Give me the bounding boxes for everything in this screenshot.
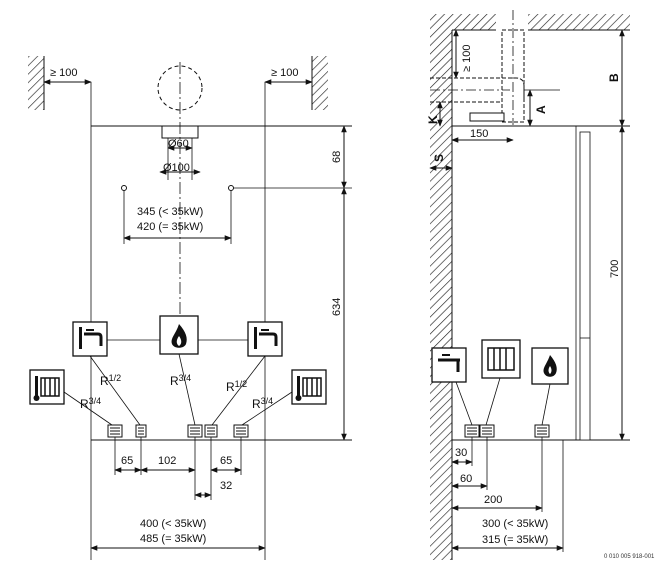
label-s: S (432, 154, 446, 162)
width-400-text: 400 (< 35kW) (140, 518, 206, 530)
dim-700-text: 700 (609, 260, 621, 278)
dim-200-text: 200 (484, 494, 502, 506)
connection-blocks (107, 424, 249, 438)
boiler-front-panel (579, 131, 591, 441)
label-b: B (607, 73, 621, 82)
side-view: ≥ 100 B A K S 150 700 (426, 10, 655, 560)
wall-hatch-left (28, 56, 44, 110)
dim-32-text: 32 (220, 480, 232, 492)
dim-65-left-text: 65 (121, 455, 133, 467)
width-420-text: 420 (= 35kW) (137, 221, 203, 233)
ceiling-hatch-left (430, 14, 496, 30)
dim-150-text: 150 (470, 128, 488, 140)
clearance-top-text: ≥ 100 (461, 45, 473, 72)
wall-hatch-right (312, 56, 328, 110)
radiator-icon-left (29, 369, 65, 405)
hot-water-icon-side (431, 347, 467, 383)
radiator-icon-side (481, 339, 521, 379)
clearance-left-text: ≥ 100 (50, 67, 77, 79)
width-485-text: 485 (= 35kW) (140, 533, 206, 545)
label-k: K (426, 115, 440, 124)
label-a: A (534, 105, 548, 114)
width-345-text: 345 (< 35kW) (137, 206, 203, 218)
flue-outline (157, 65, 203, 111)
document-code: 0 010 005 918-001 (604, 554, 655, 560)
dim-60-text: 60 (460, 473, 472, 485)
r34-left-label: R3/4 (80, 396, 101, 411)
dim-65-right-text: 65 (220, 455, 232, 467)
depth-300-text: 300 (< 35kW) (482, 518, 548, 530)
clearance-right-text: ≥ 100 (271, 67, 298, 79)
dim-68-text: 68 (331, 151, 343, 163)
dim-30-text: 30 (455, 447, 467, 459)
mount-hole-right (228, 185, 234, 191)
depth-315-text: 315 (= 35kW) (482, 534, 548, 546)
flame-icon-center (159, 315, 199, 355)
radiator-icon-right (291, 369, 327, 405)
hot-water-icon-right (247, 321, 283, 357)
front-view: ≥ 100 ≥ 100 Ø60 Ø100 68 634 345 (< 35kW) (28, 56, 352, 560)
ceiling-hatch-right (528, 14, 630, 30)
r12-right-label: R1/2 (226, 379, 247, 394)
wall-hatch (430, 30, 452, 560)
d60-text: Ø60 (168, 138, 189, 150)
r12-left-label: R1/2 (100, 373, 121, 388)
flame-icon-side (531, 347, 569, 385)
mount-hole-left (121, 185, 127, 191)
dim-102-text: 102 (158, 455, 176, 467)
d100-text: Ø100 (163, 162, 190, 174)
r34-center-label: R3/4 (170, 373, 191, 388)
r34-right-label: R3/4 (252, 396, 273, 411)
hot-water-icon-left (72, 321, 108, 357)
dim-634-text: 634 (331, 298, 343, 316)
